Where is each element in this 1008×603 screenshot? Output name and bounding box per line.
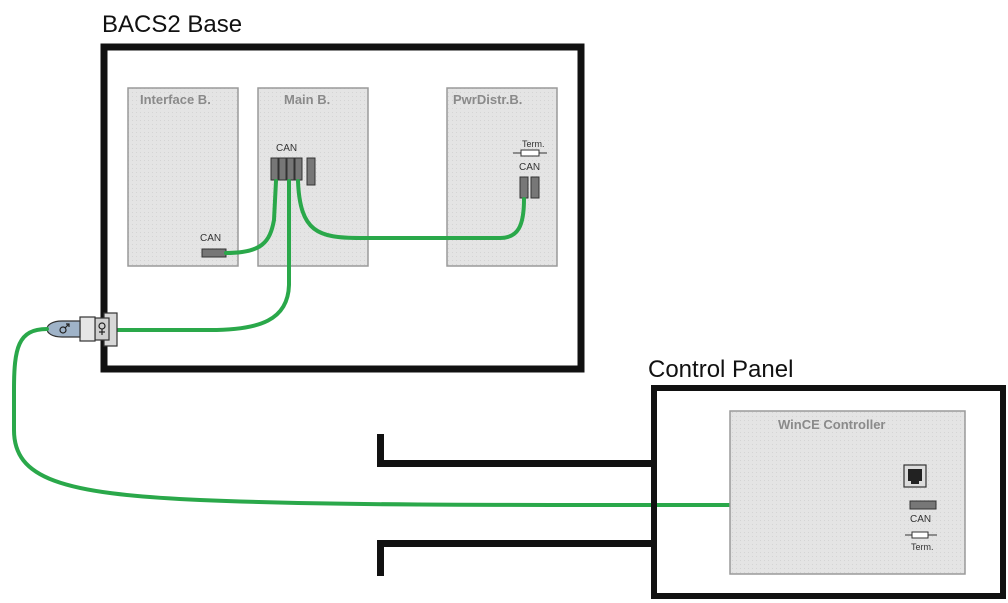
main-can-label: CAN <box>276 143 297 154</box>
interface-board: Interface B. CAN <box>127 87 239 267</box>
pwr-term-label: Term. <box>522 139 545 149</box>
controller-term-resistor-icon <box>905 531 937 539</box>
male-plug-body <box>79 316 96 342</box>
cable-external-to-controller <box>12 327 912 508</box>
wince-controller: WinCE Controller CAN Term. <box>729 410 966 575</box>
external-connector <box>46 312 118 347</box>
ethernet-port-icon <box>903 464 927 488</box>
interface-board-label: Interface B. <box>140 92 211 107</box>
main-board-label: Main B. <box>284 92 330 107</box>
can-cables-base <box>116 179 526 332</box>
panel-title: Control Panel <box>648 356 793 383</box>
controller-can-connector <box>909 500 937 510</box>
cable-main-external <box>116 179 291 332</box>
panel-mount-bracket <box>377 434 654 576</box>
controller-can-label: CAN <box>910 514 931 525</box>
pwr-can-label: CAN <box>519 162 540 173</box>
male-plug-icon <box>46 320 81 338</box>
base-enclosure <box>100 43 585 373</box>
panel-enclosure <box>651 385 1006 599</box>
cable-main-pwrdistr <box>296 179 526 240</box>
pwrdistr-board-label: PwrDistr.B. <box>453 92 522 107</box>
controller-label: WinCE Controller <box>778 417 886 432</box>
interface-can-label: CAN <box>200 233 221 244</box>
base-title: BACS2 Base <box>102 11 242 38</box>
interface-can-connector <box>201 248 227 258</box>
cable-interface-main <box>224 179 278 255</box>
controller-term-label: Term. <box>911 542 934 552</box>
pwr-term-resistor-icon <box>513 149 547 157</box>
